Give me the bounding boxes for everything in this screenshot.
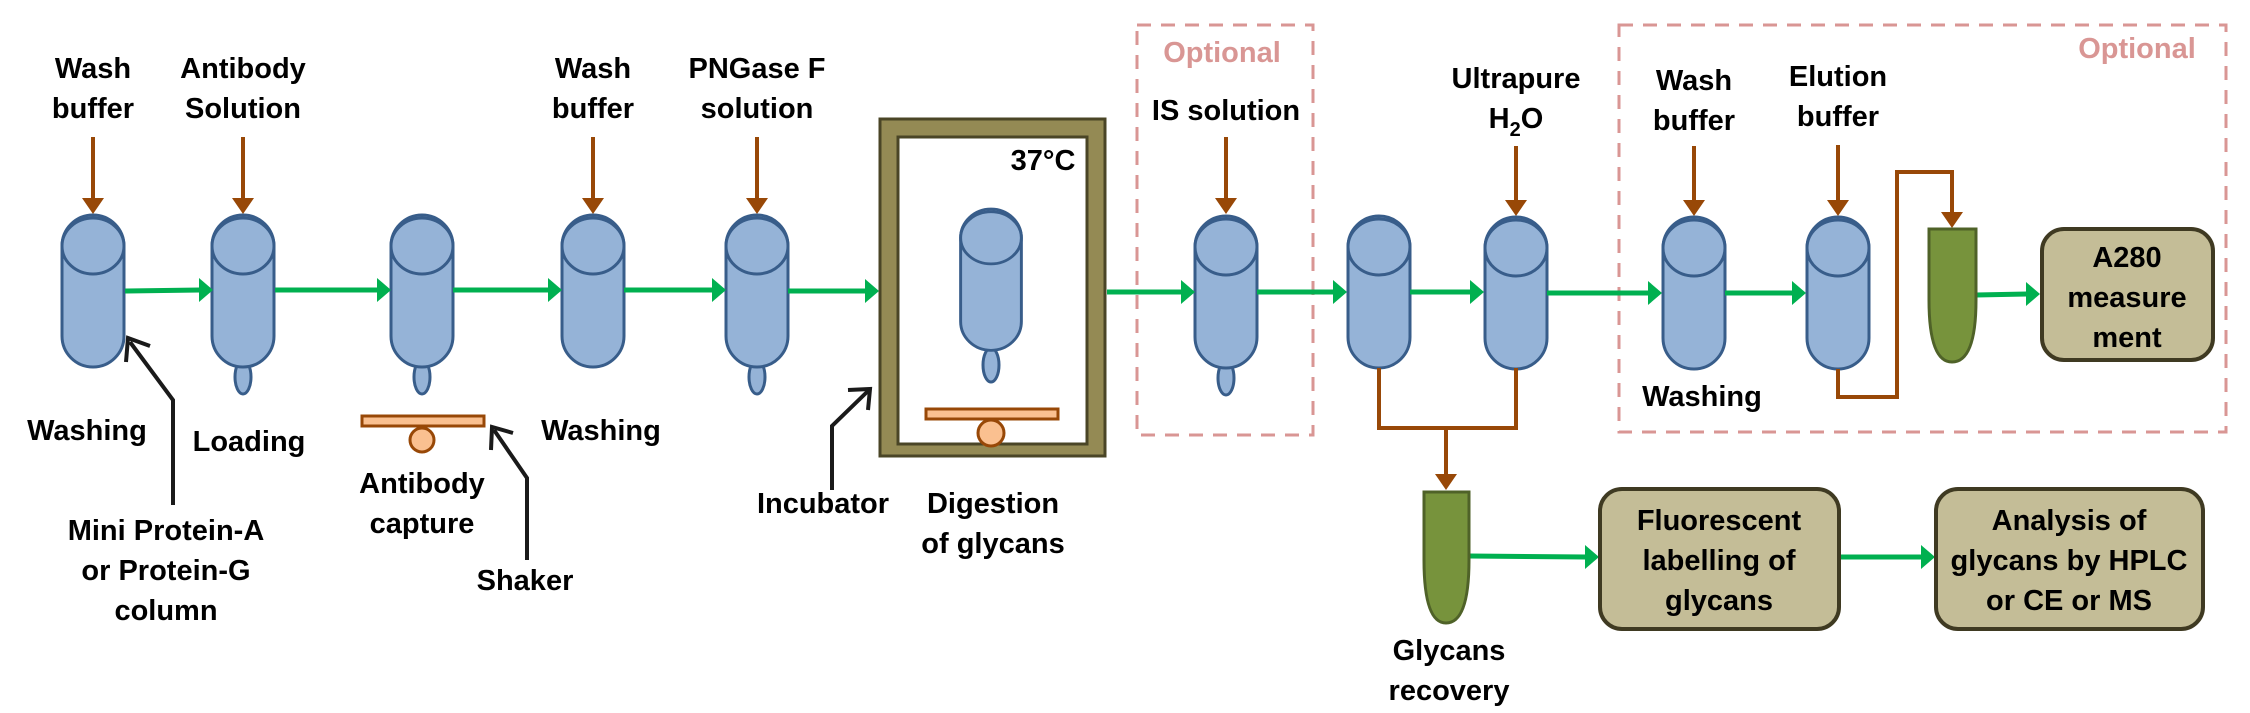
box-text: measure <box>2067 282 2186 314</box>
reagent-label: buffer <box>52 93 134 125</box>
shaker-icon <box>360 414 486 454</box>
box-text: Fluorescent <box>1637 505 1802 537</box>
reagent-label: solution <box>701 93 814 125</box>
reagent-arrow-icon <box>82 137 104 214</box>
flow-arrows <box>124 278 2040 569</box>
shaker-callout-arrow-icon <box>489 424 529 560</box>
column-icon <box>560 213 626 369</box>
column-icon <box>1483 215 1549 371</box>
reagent-label: Wash <box>555 53 631 85</box>
column-icon <box>1805 215 1871 371</box>
column-icon <box>389 213 455 396</box>
box-text: Analysis of <box>1992 505 2147 537</box>
column-icon <box>724 213 790 396</box>
reagent-label: PNGase F <box>689 53 826 85</box>
shaker-icon <box>924 407 1060 448</box>
flow-arrow-icon <box>788 279 879 303</box>
reagent-label: Wash <box>1656 65 1732 97</box>
reagent-arrow-icon <box>1215 137 1237 214</box>
reagent-label: Wash <box>55 53 131 85</box>
callout-shaker: Shaker <box>477 565 574 597</box>
flow-arrow-icon <box>124 278 213 302</box>
flow-arrow-icon <box>1725 281 1806 305</box>
column-callout-arrow-icon <box>124 335 175 505</box>
optional-label-1: Optional <box>1163 37 1281 69</box>
step-washing-3: Washing <box>1642 381 1762 413</box>
optional-region-a280 <box>1617 23 2228 434</box>
reagent-arrow-icon <box>746 137 768 214</box>
flow-arrow-icon <box>1107 280 1195 304</box>
reagent-arrow-icon <box>1683 146 1705 216</box>
reagent-label: Antibody <box>180 53 306 85</box>
column-icon <box>60 213 126 369</box>
column-icon <box>1346 214 1412 370</box>
step-washing-2: Washing <box>541 415 661 447</box>
step-glycans-recovery: Glycans <box>1393 635 1506 667</box>
analysis-box: Analysis of glycans by HPLC or CE or MS <box>1934 487 2205 631</box>
reagent-arrow-icon <box>1505 146 1527 216</box>
step-loading: Loading <box>193 426 306 458</box>
step-antibody-capture: Antibody <box>359 468 485 500</box>
box-text: glycans <box>1665 585 1773 617</box>
eluate-tube-icon <box>1927 227 1978 364</box>
box-text: labelling of <box>1642 545 1795 577</box>
callout-column: Mini Protein-A <box>68 515 265 547</box>
incubator-callout-arrow-icon <box>830 386 873 490</box>
callout-incubator: Incubator <box>757 488 889 520</box>
flow-arrow-icon <box>1257 280 1347 304</box>
reagent-arrow-icon <box>1827 145 1849 216</box>
a280-box: A280 measure ment <box>2040 227 2215 362</box>
flow-arrow-icon <box>275 278 391 302</box>
reagent-label: IS solution <box>1152 95 1300 127</box>
step-washing-1: Washing <box>27 415 147 447</box>
elution-path <box>1836 170 1963 399</box>
reagent-label: buffer <box>1797 101 1879 133</box>
callout-column: or Protein-G <box>81 555 250 587</box>
box-text: ment <box>2092 322 2162 354</box>
callout-column: column <box>114 595 217 627</box>
flow-arrow-icon <box>1410 280 1484 304</box>
reagent-label: Ultrapure <box>1452 63 1581 95</box>
flow-arrow-icon <box>1839 545 1935 569</box>
flow-arrow-icon <box>453 278 562 302</box>
column-icon <box>1193 214 1259 397</box>
box-text: or CE or MS <box>1986 585 2152 617</box>
reagent-label: buffer <box>552 93 634 125</box>
fluorescent-labelling-box: Fluorescent labelling of glycans <box>1598 487 1841 631</box>
glycan-collection-path <box>1377 368 1518 490</box>
step-glycans-recovery: recovery <box>1389 675 1510 707</box>
optional-region-is <box>1135 23 1315 437</box>
step-digestion: Digestion <box>927 488 1059 520</box>
flow-arrow-icon <box>1547 281 1662 305</box>
box-text: A280 <box>2092 242 2161 274</box>
reagent-arrow-icon <box>582 137 604 214</box>
reagent-arrows <box>82 137 1849 216</box>
column-icon <box>210 213 276 396</box>
flow-arrow-icon <box>1468 545 1599 569</box>
reagent-label-h2o: H2O <box>1489 103 1544 141</box>
flow-arrow-icon <box>624 278 726 302</box>
box-text: glycans by HPLC <box>1951 545 2188 577</box>
step-digestion: of glycans <box>921 528 1064 560</box>
incubator-temperature: 37°C <box>1011 145 1076 177</box>
reagent-label: Elution <box>1789 61 1887 93</box>
step-antibody-capture: capture <box>370 508 475 540</box>
reagent-labels: Wash buffer Antibody Solution Wash buffe… <box>52 53 1887 141</box>
flow-arrow-icon <box>1975 282 2040 306</box>
reagent-label: Solution <box>185 93 301 125</box>
glycan-tube-icon <box>1422 490 1471 625</box>
optional-label-2: Optional <box>2078 33 2196 65</box>
reagent-arrow-icon <box>232 137 254 214</box>
column-icon <box>1661 215 1727 371</box>
reagent-label: buffer <box>1653 105 1735 137</box>
